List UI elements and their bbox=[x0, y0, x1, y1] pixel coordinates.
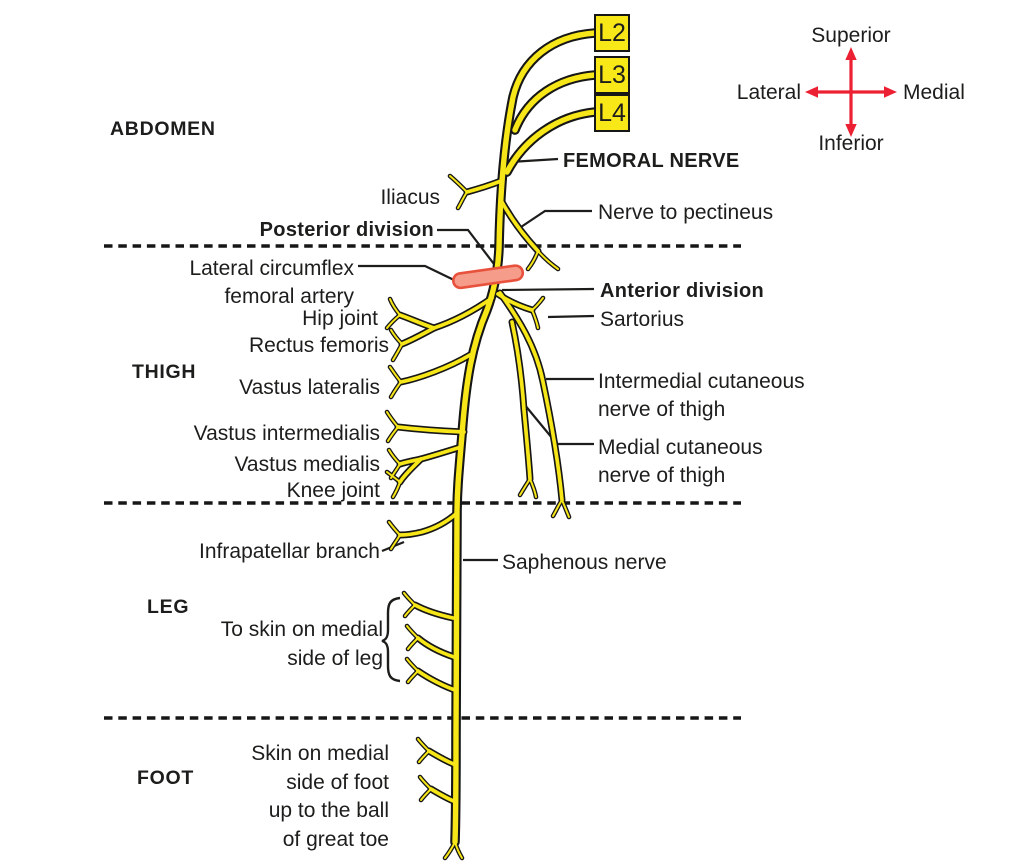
leg-skin-brace bbox=[381, 596, 401, 683]
label-vastus-lateralis: Vastus lateralis bbox=[239, 376, 380, 399]
label-femoral-nerve: FEMORAL NERVE bbox=[563, 150, 740, 172]
label-hip-joint: Hip joint bbox=[302, 307, 378, 330]
label-nerve-to-pectineus: Nerve to pectineus bbox=[598, 201, 774, 224]
root-label-l2: L2 bbox=[598, 18, 626, 47]
compass-medial: Medial bbox=[903, 81, 965, 104]
root-box-l4: L4 bbox=[594, 94, 630, 132]
label-medial-cutaneous: Medial cutaneous nerve of thigh bbox=[598, 436, 763, 487]
label-sartorius: Sartorius bbox=[600, 308, 685, 331]
root-label-l4: L4 bbox=[598, 98, 626, 127]
root-box-l3: L3 bbox=[594, 56, 630, 94]
root-label-l3: L3 bbox=[598, 60, 626, 89]
label-lateral-circumflex: Lateral circumflex femoral artery bbox=[189, 257, 354, 308]
label-anterior-division: Anterior division bbox=[600, 280, 765, 302]
label-vastus-medialis: Vastus medialis bbox=[234, 453, 380, 476]
label-posterior-division: Posterior division bbox=[259, 219, 434, 241]
label-iliacus: Iliacus bbox=[380, 186, 440, 209]
compass-inferior: Inferior bbox=[818, 132, 884, 155]
label-saphenous-nerve: Saphenous nerve bbox=[502, 551, 667, 574]
compass-superior: Superior bbox=[811, 24, 891, 47]
region-thigh: THIGH bbox=[132, 361, 197, 383]
region-abdomen: ABDOMEN bbox=[110, 118, 216, 140]
label-infrapatellar-branch: Infrapatellar branch bbox=[199, 540, 380, 563]
artery-capsule bbox=[451, 264, 525, 290]
label-knee-joint: Knee joint bbox=[286, 479, 380, 502]
label-intermedial-cutaneous: Intermedial cutaneous nerve of thigh bbox=[598, 370, 805, 421]
compass-lateral: Lateral bbox=[736, 81, 801, 104]
root-box-l2: L2 bbox=[594, 14, 630, 52]
label-to-skin-leg: To skin on medial side of leg bbox=[220, 618, 383, 670]
label-rectus-femoris: Rectus femoris bbox=[248, 334, 389, 357]
region-foot: FOOT bbox=[137, 767, 194, 789]
leader-lines bbox=[358, 157, 595, 562]
region-leg: LEG bbox=[147, 596, 190, 618]
region-divider-lines bbox=[104, 244, 741, 720]
label-vastus-intermedialis: Vastus intermedialis bbox=[193, 422, 380, 445]
compass-arrows bbox=[805, 47, 897, 137]
label-skin-foot: Skin on medial side of foot up to the ba… bbox=[251, 742, 389, 851]
